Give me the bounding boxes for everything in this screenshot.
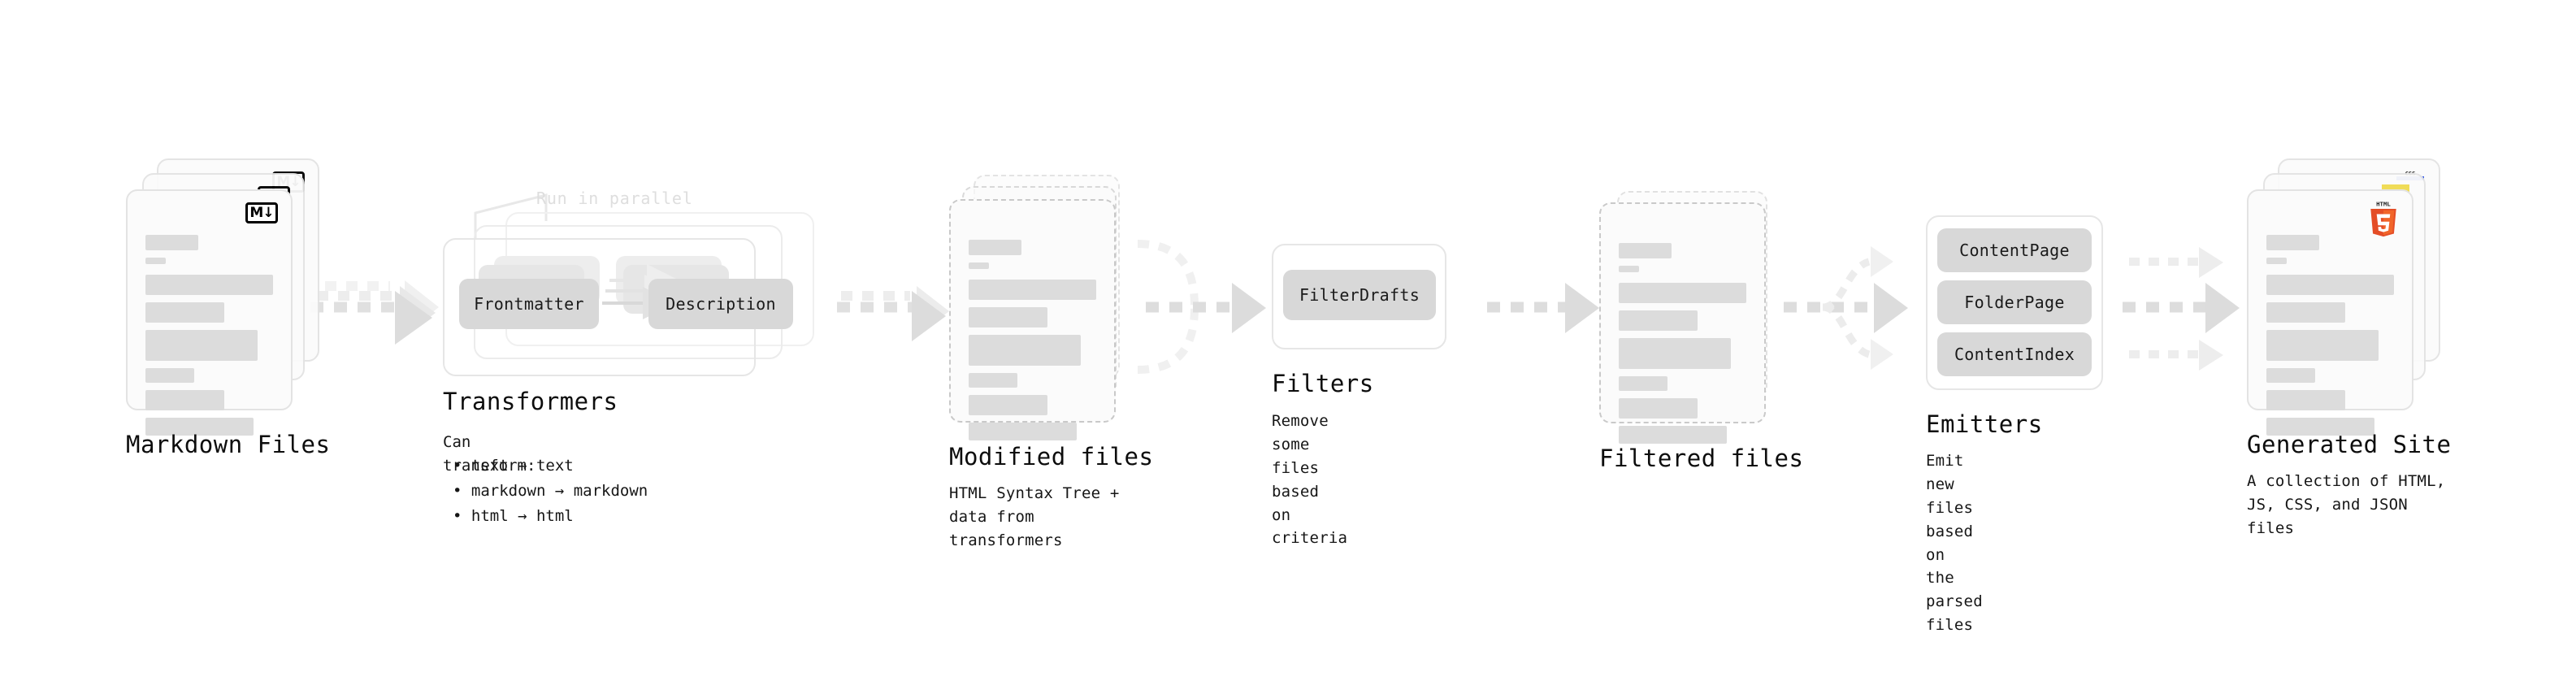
modified-files-caption: HTML Syntax Tree + data from transformer… — [949, 484, 1120, 549]
modified-card-front — [949, 199, 1116, 440]
stage-title-modified-files: Modified files — [949, 443, 1154, 471]
connector-filtered-to-emitters-fanout — [1784, 246, 1908, 370]
stage-title-emitters: Emitters — [1926, 410, 2043, 438]
transformer-pill-description[interactable]: Description — [648, 279, 793, 329]
modified-card-stack — [949, 175, 1136, 443]
emitters-pill-contentindex[interactable]: ContentIndex — [1937, 332, 2092, 376]
generated-card-stack: CSS HTML — [2247, 158, 2450, 436]
stage-title-generated-site: Generated Site — [2247, 431, 2452, 458]
transformer-inner-arrows — [602, 264, 679, 319]
run-in-parallel-note: Run in parallel — [536, 189, 693, 208]
svg-text:HTML: HTML — [2376, 200, 2391, 207]
generated-card-content-lines — [2266, 235, 2394, 436]
transformer-pill-description-label: Description — [666, 294, 776, 314]
transformers-bullet-markdown: markdown → markdown — [453, 479, 648, 504]
stage-modified-files: Modified files HTML Syntax Tree + data f… — [949, 175, 1153, 549]
connector-emitters-to-site — [2123, 247, 2240, 371]
connector-markdown-to-transformers — [310, 280, 439, 345]
connector-transformers-to-modified — [837, 286, 949, 341]
generated-card-front: HTML — [2247, 189, 2413, 436]
transformer-pill-frontmatter[interactable]: Frontmatter — [459, 279, 599, 329]
stage-title-transformers: Transformers — [443, 388, 618, 415]
connector-modified-to-filters — [1137, 240, 1266, 374]
filtered-card-stack — [1599, 191, 1786, 451]
emitters-pill-contentpage-label: ContentPage — [1959, 241, 2070, 260]
markdown-card-front: M↓ — [126, 189, 293, 436]
markdown-card-stack: M↓ M↓ M↓ — [126, 158, 329, 436]
html5-badge-icon: HTML — [2366, 199, 2400, 241]
emitters-pill-contentindex-label: ContentIndex — [1954, 345, 2075, 364]
emitters-pill-folderpage[interactable]: FolderPage — [1937, 280, 2092, 324]
html5-badge-svg: HTML — [2370, 200, 2396, 237]
stage-generated-site: CSS HTML — [2247, 158, 2451, 537]
generated-site-caption: A collection of HTML, JS, CSS, and JSON … — [2247, 472, 2446, 537]
emitters-pill-contentpage[interactable]: ContentPage — [1937, 228, 2092, 272]
markdown-card-content-lines — [145, 235, 273, 436]
filtered-card-content-lines — [1619, 243, 1746, 444]
transformers-bullet-text: text → text — [453, 453, 648, 479]
filters-caption: Remove some files based on criteria — [1272, 412, 1348, 548]
stage-markdown-files: M↓ M↓ M↓ — [126, 158, 330, 458]
stage-title-markdown-files: Markdown Files — [126, 431, 331, 458]
transformers-bullet-html: html → html — [453, 504, 648, 529]
modified-card-content-lines — [969, 240, 1096, 440]
stage-title-filters: Filters — [1272, 370, 1374, 397]
markdown-badge-icon: M↓ — [245, 202, 278, 223]
filtered-card-front — [1599, 202, 1766, 444]
connector-filters-to-filtered — [1487, 283, 1599, 333]
filters-pill-filterdrafts[interactable]: FilterDrafts — [1283, 270, 1436, 320]
filters-pill-filterdrafts-label: FilterDrafts — [1299, 285, 1420, 305]
transformer-pill-frontmatter-label: Frontmatter — [474, 294, 584, 314]
transformers-bullet-list: text → text markdown → markdown html → h… — [453, 453, 648, 528]
emitters-pill-folderpage-label: FolderPage — [1964, 293, 2065, 312]
stage-title-filtered-files: Filtered files — [1599, 445, 1804, 472]
stage-filtered-files: Filtered files — [1599, 191, 1803, 472]
emitters-caption: Emit new files based on the parsed files — [1926, 452, 1983, 635]
